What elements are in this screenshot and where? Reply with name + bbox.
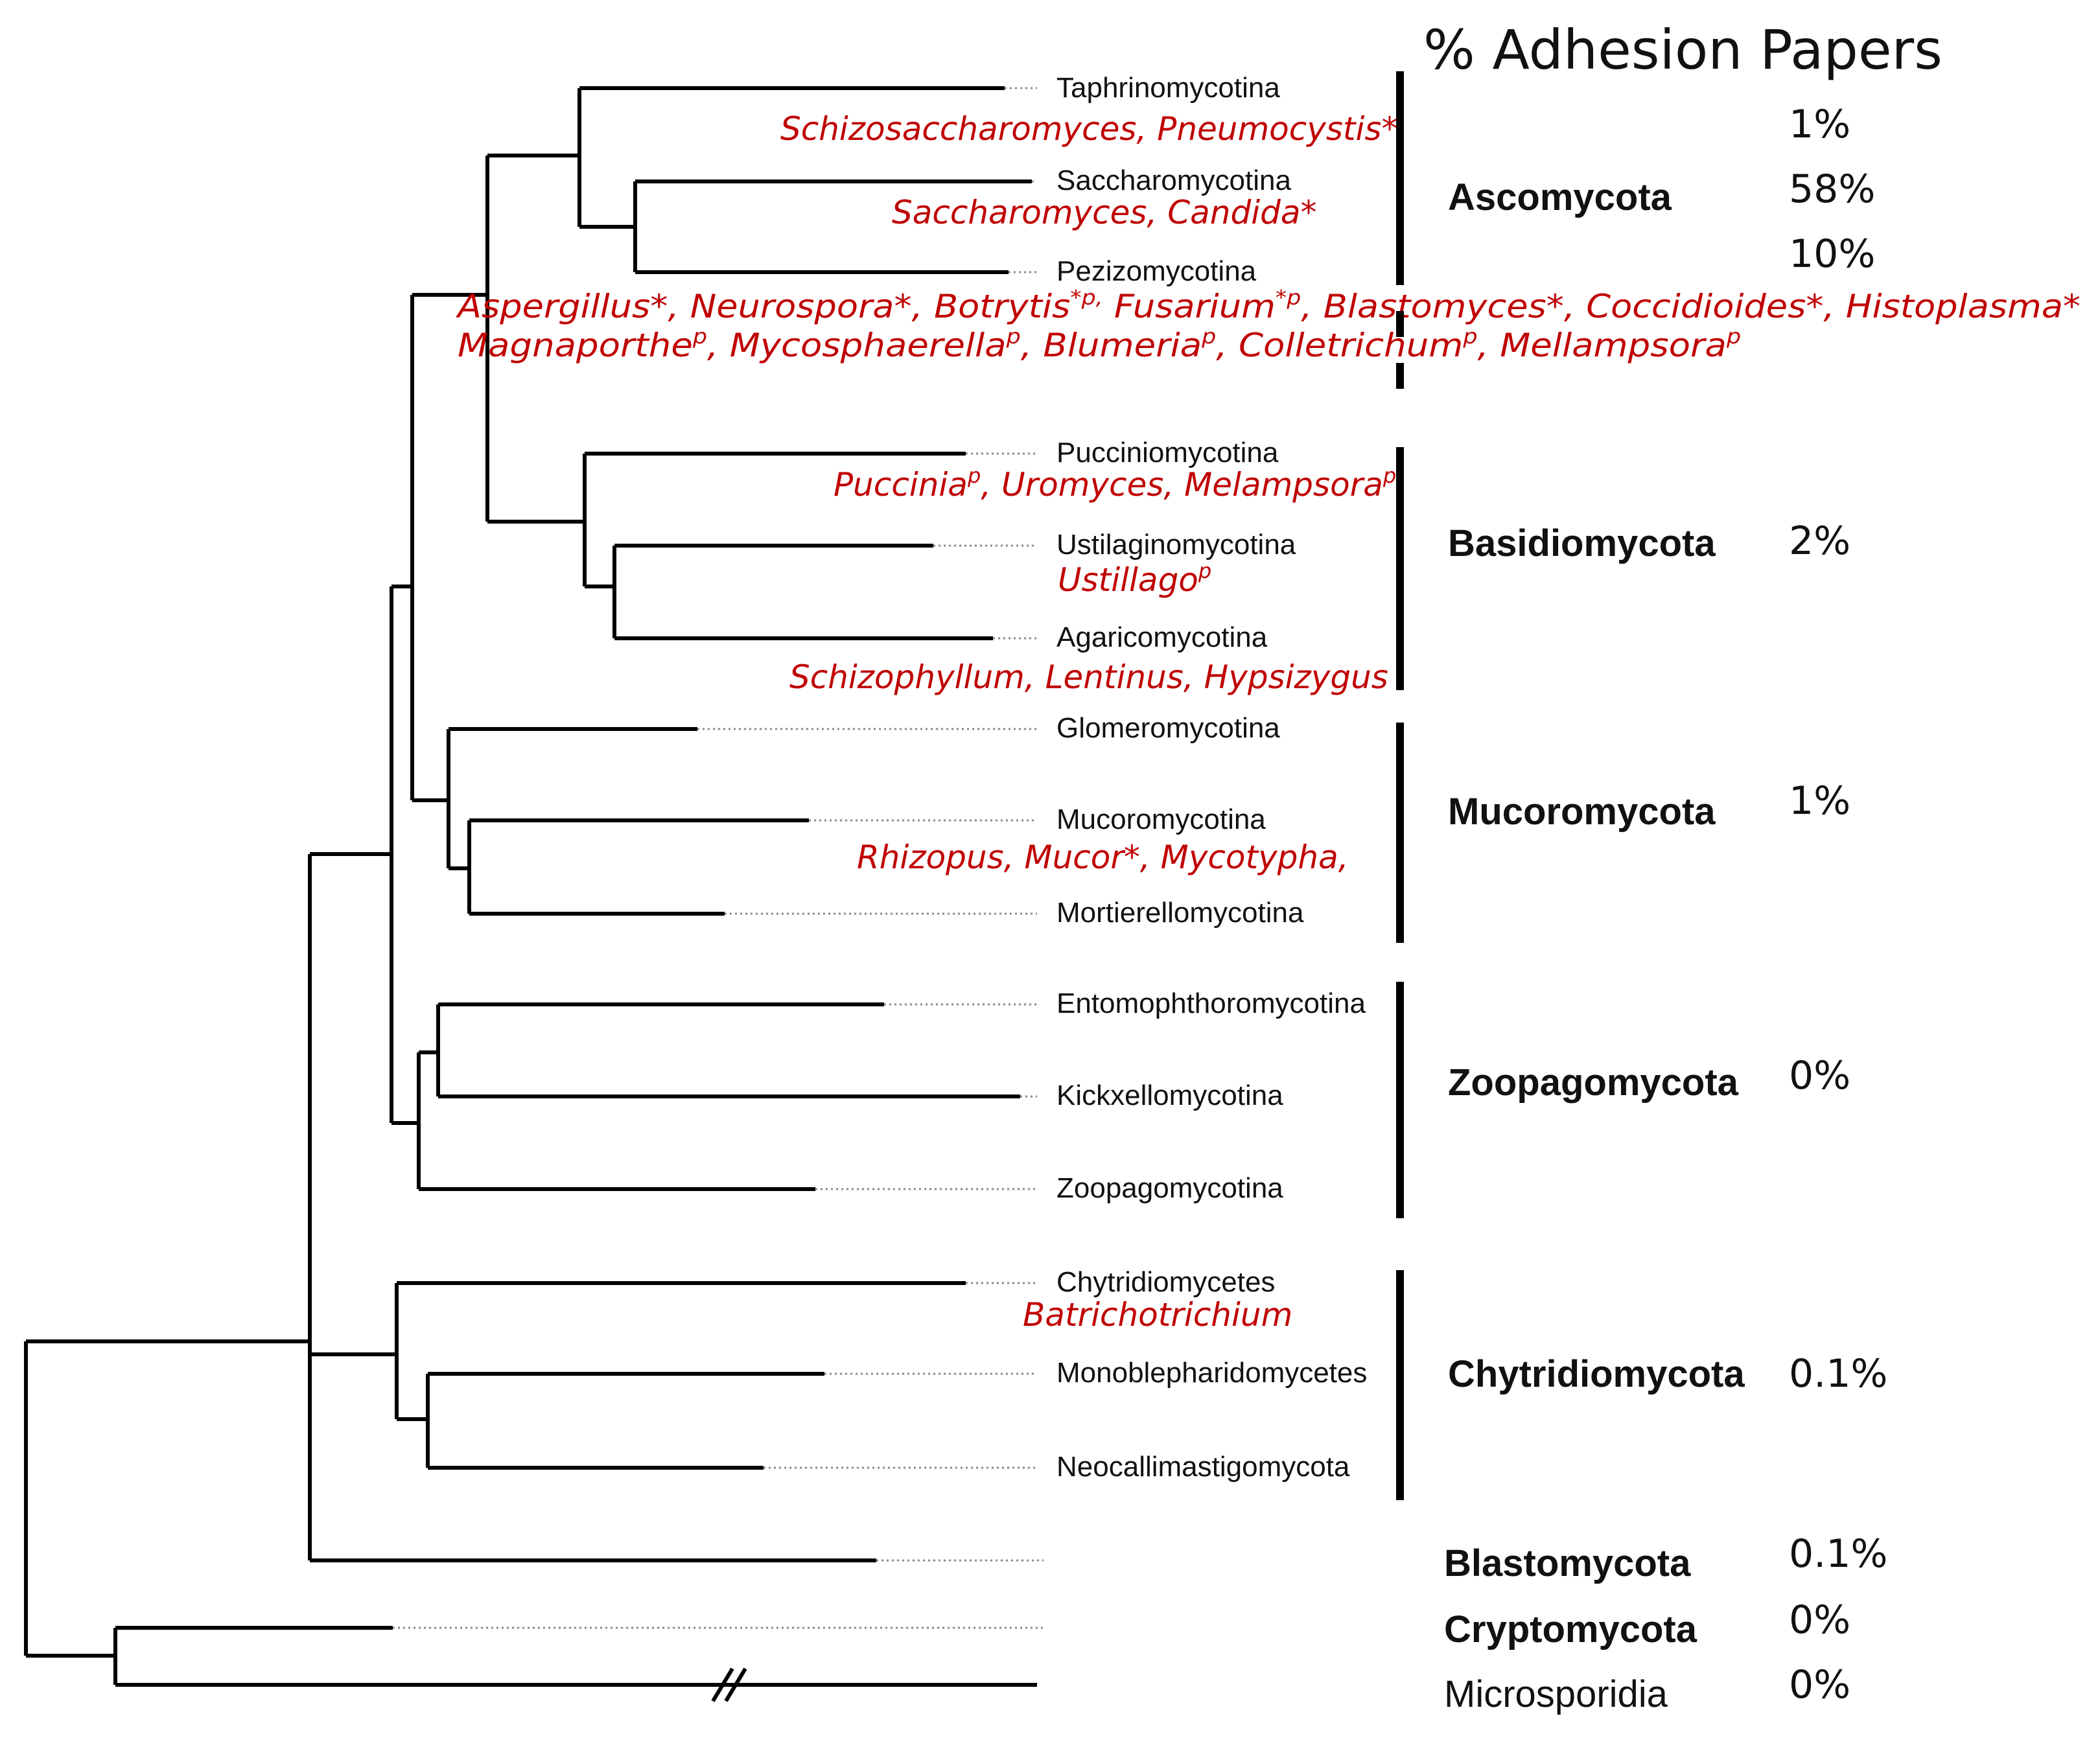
leaf-neocallimastigomycota: Neocallimastigomycota xyxy=(1056,1451,1350,1483)
leaf-mortierellomycotina: Mortierellomycotina xyxy=(1056,897,1304,929)
leaf-chytridiomycetes: Chytridiomycetes xyxy=(1056,1266,1275,1298)
genus-puccinio: Pucciniap, Uromyces, Melampsorap xyxy=(834,463,1396,504)
genus-agarico: Schizophyllum, Lentinus, Hypsizygus xyxy=(789,658,1388,696)
genus-saccharo: Saccharomyces, Candida* xyxy=(892,194,1316,231)
leaf-agaricomycotina: Agaricomycotina xyxy=(1056,621,1268,653)
figure-title: % Adhesion Papers xyxy=(1423,18,1942,82)
leaf-mucoromycotina: Mucoromycotina xyxy=(1056,804,1266,835)
percent-chytridiomycota: 0.1% xyxy=(1789,1351,1887,1396)
genus-ustilago: Ustillagop xyxy=(1058,559,1211,599)
leaf-pezizomycotina: Pezizomycotina xyxy=(1056,255,1257,287)
branch-break-mark-1 xyxy=(711,1667,734,1702)
percent-basidiomycota: 2% xyxy=(1789,518,1850,564)
percent-zoopagomycota: 0% xyxy=(1789,1053,1850,1098)
phylum-labels: Ascomycota Basidiomycota Mucoromycota Zo… xyxy=(1444,176,1745,1715)
percent-ascomycota: 58% xyxy=(1789,167,1875,212)
phylum-mucoromycota: Mucoromycota xyxy=(1448,791,1716,833)
percent-labels: 1% 58% 10% 2% 1% 0% 0.1% 0.1% 0% 0% xyxy=(1789,102,1887,1708)
leaf-glomeromycotina: Glomeromycotina xyxy=(1056,712,1280,744)
phylum-basidiomycota: Basidiomycota xyxy=(1448,522,1716,564)
tree-branches xyxy=(24,86,1044,1702)
percent-cryptomycota: 0% xyxy=(1789,1597,1850,1643)
leaf-kickxellomycotina: Kickxellomycotina xyxy=(1056,1080,1283,1111)
leaf-entomophthoromycotina: Entomophthoromycotina xyxy=(1056,988,1366,1019)
leaf-monoblepharidomycetes: Monoblepharidomycetes xyxy=(1056,1357,1367,1389)
percent-microsporidia: 0% xyxy=(1789,1662,1850,1708)
leaf-taphrinomycotina: Taphrinomycotina xyxy=(1056,72,1280,104)
leaf-saccharomycotina: Saccharomycotina xyxy=(1056,165,1291,196)
leaf-pucciniomycotina: Pucciniomycotina xyxy=(1056,437,1279,469)
phylum-cryptomycota: Cryptomycota xyxy=(1444,1608,1698,1650)
phylum-ascomycota: Ascomycota xyxy=(1448,176,1672,218)
phylum-blastomycota: Blastomycota xyxy=(1444,1542,1691,1584)
percent-blastomycota: 0.1% xyxy=(1789,1531,1887,1577)
phylum-chytridiomycota: Chytridiomycota xyxy=(1448,1353,1745,1395)
phylum-zoopagomycota: Zoopagomycota xyxy=(1448,1061,1739,1104)
genus-pezizo-line1: Aspergillus*, Neurospora*, Botrytis*p, F… xyxy=(456,285,2081,325)
percent-pezizomycotina: 10% xyxy=(1789,231,1875,277)
phylum-microsporidia: Microsporidia xyxy=(1444,1673,1668,1715)
leaf-zoopagomycotina: Zoopagomycotina xyxy=(1056,1172,1283,1204)
genus-mucoro: Rhizopus, Mucor*, Mycotypha, xyxy=(857,839,1349,876)
genus-taphrino: Schizosaccharomyces, Pneumocystis* xyxy=(780,110,1397,148)
percent-mucoromycota: 1% xyxy=(1789,778,1850,824)
branch-break-mark-2 xyxy=(724,1667,747,1702)
leaf-labels: Taphrinomycotina Saccharomycotina Pezizo… xyxy=(1056,72,1367,1483)
genus-chytrid: Batrichotrichium xyxy=(1023,1296,1292,1334)
leaf-ustilaginomycotina: Ustilaginomycotina xyxy=(1056,529,1296,561)
genus-annotations: Schizosaccharomyces, Pneumocystis* Sacch… xyxy=(456,110,2081,1334)
percent-taphrinomycotina: 1% xyxy=(1789,102,1850,147)
